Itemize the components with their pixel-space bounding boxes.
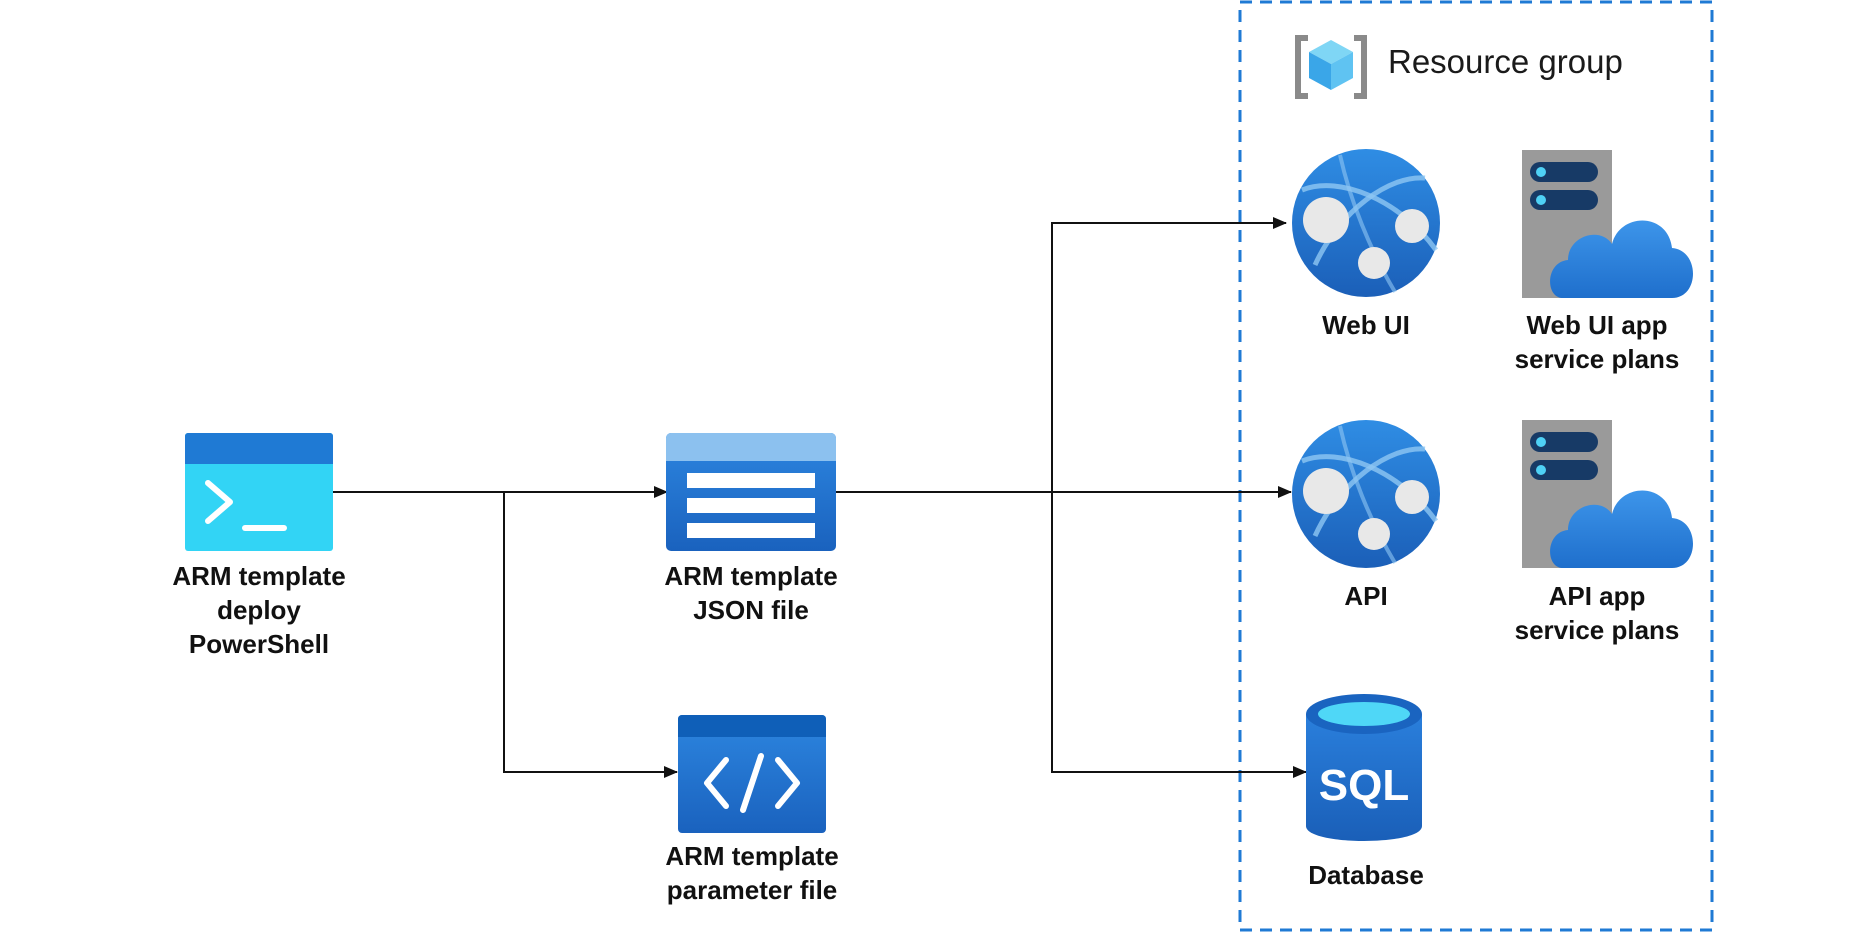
web-ui-label: Web UI <box>1266 308 1466 342</box>
parameter-file-label-line: parameter file <box>666 875 838 905</box>
powershell-label: ARM template deploy PowerShell <box>159 559 359 661</box>
database-label-line: Database <box>1308 860 1424 890</box>
parameter-file-label-line: ARM template <box>665 841 839 871</box>
json-file-label-line: JSON file <box>693 595 809 625</box>
connector-powershell-to-parameter <box>503 492 678 778</box>
sql-icon-text: SQL <box>1319 761 1409 810</box>
app-service-globe-icon <box>1292 420 1440 568</box>
app-service-plan-icon <box>1522 420 1693 568</box>
sql-database-icon: SQL <box>1306 694 1422 841</box>
app-service-globe-icon <box>1292 149 1440 297</box>
app-service-plan-icon <box>1522 150 1693 298</box>
api-label: API <box>1266 579 1466 613</box>
web-ui-plan-label-line: service plans <box>1514 344 1680 374</box>
code-file-icon <box>678 715 826 833</box>
powershell-console-icon <box>185 433 333 551</box>
database-label: Database <box>1266 858 1466 892</box>
connector-to-database <box>1051 492 1307 778</box>
web-ui-label-line: Web UI <box>1322 310 1410 340</box>
template-list-icon <box>666 433 836 551</box>
parameter-file-label: ARM template parameter file <box>642 839 862 907</box>
json-file-label: ARM template JSON file <box>651 559 851 627</box>
connector-to-web-ui <box>1051 217 1287 492</box>
web-ui-plan-label-line: Web UI app <box>1526 310 1668 340</box>
web-ui-plan-label: Web UI app service plans <box>1487 308 1707 376</box>
powershell-label-line: ARM template <box>172 561 346 591</box>
json-file-label-line: ARM template <box>664 561 838 591</box>
api-label-line: API <box>1344 581 1388 611</box>
api-plan-label-line: API app <box>1548 581 1646 611</box>
connectors <box>331 217 1307 778</box>
resource-group-cube-icon <box>1295 35 1367 99</box>
powershell-label-line: deploy <box>217 595 301 625</box>
api-plan-label: API app service plans <box>1487 579 1707 647</box>
powershell-label-line: PowerShell <box>188 629 330 659</box>
api-plan-label-line: service plans <box>1514 615 1680 645</box>
resource-group-title: Resource group <box>1388 43 1623 80</box>
